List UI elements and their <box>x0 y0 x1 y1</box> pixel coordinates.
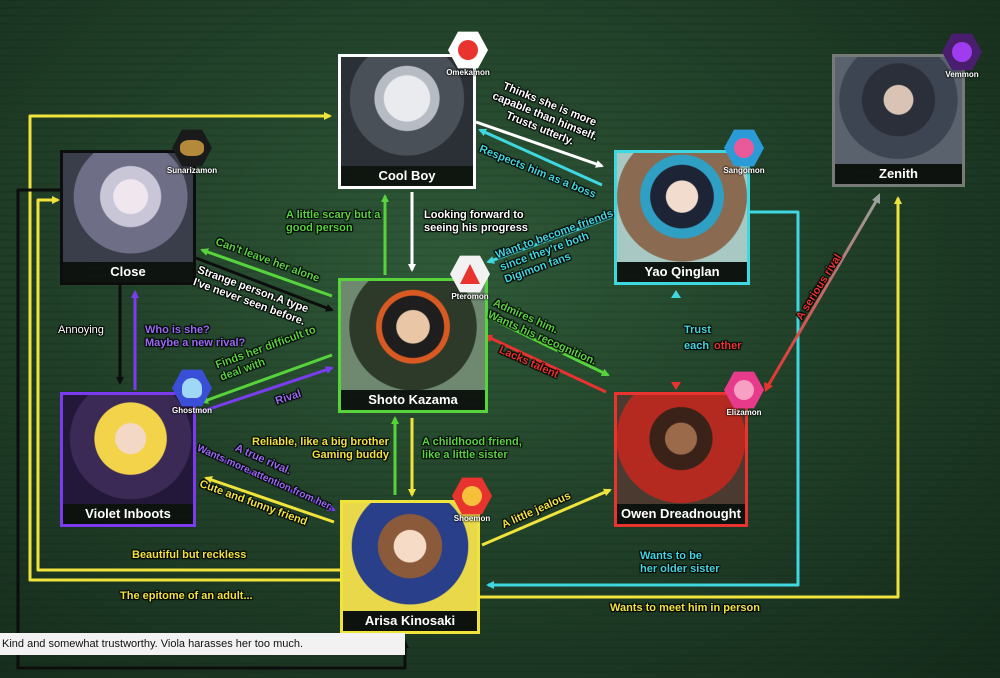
label-arisa-to-zenith: Wants to meet him in person <box>610 602 760 614</box>
link-violet-shoto <box>199 366 334 414</box>
label-arisa-to-shoto: Reliable, like a big brother Gaming budd… <box>252 436 389 461</box>
label-close-to-arisa: Kind and somewhat trustworthy. Viola har… <box>0 633 405 655</box>
link-coolboy-yao <box>475 120 604 168</box>
link-yao-arisa <box>486 210 800 589</box>
label-violet-to-close: Who is she? Maybe a new rival? <box>145 324 246 349</box>
link-arisa-violet <box>204 476 335 524</box>
digimon-pteromon: Pteromon <box>448 254 492 306</box>
label-ghostmon: Ghostmon <box>172 406 212 415</box>
digimon-shoemon: Shoemon <box>450 476 494 528</box>
label-shoemon: Shoemon <box>453 514 491 523</box>
pteromon-icon <box>450 255 490 293</box>
label-each: each <box>684 340 710 352</box>
sunarizamon-icon <box>172 129 212 167</box>
elizamon-icon <box>724 371 764 409</box>
label-elizamon: Elizamon <box>726 408 762 417</box>
character-arisa-kinosaki[interactable]: Arisa Kinosaki <box>340 500 480 634</box>
label-omekamon: Omekamon <box>446 68 490 77</box>
vemmon-icon <box>942 33 982 71</box>
link-yao-coolboy <box>478 128 603 187</box>
digimon-sunarizamon: Sunarizamon <box>167 128 217 180</box>
link-shoto-close <box>200 248 333 298</box>
character-shoto-kazama[interactable]: Shoto Kazama <box>338 278 488 413</box>
link-shoto-violet <box>200 353 333 404</box>
label-shoto-to-arisa: A childhood friend, like a little sister <box>422 436 522 461</box>
link-arisa-coolboy <box>28 112 340 582</box>
label-coolboy-to-shoto: A little scary but a good person <box>286 209 381 234</box>
name-cool-boy: Cool Boy <box>341 166 473 186</box>
label-trust: Trust <box>684 324 711 336</box>
character-yao-qinglan[interactable]: Yao Qinglan <box>614 150 750 285</box>
label-vemmon: Vemmon <box>945 70 979 79</box>
portrait-shoto-kazama <box>341 281 485 390</box>
name-arisa-kinosaki: Arisa Kinosaki <box>343 611 477 631</box>
sangomon-icon <box>724 129 764 167</box>
label-arisa-to-coolboy: The epitome of an adult... <box>120 590 253 602</box>
name-zenith: Zenith <box>835 164 962 184</box>
link-arisa-close <box>36 196 340 572</box>
label-yao-to-arisa: Wants to be her older sister <box>640 550 720 575</box>
digimon-ghostmon: Ghostmon <box>170 368 214 420</box>
character-zenith[interactable]: Zenith <box>832 54 965 187</box>
label-sunarizamon: Sunarizamon <box>166 166 218 175</box>
portrait-close <box>63 153 193 262</box>
link-owen-zenith <box>766 197 880 387</box>
name-violet-inboots: Violet Inboots <box>63 504 193 524</box>
character-violet-inboots[interactable]: Violet Inboots <box>60 392 196 527</box>
label-arisa-to-close: Beautiful but reckless <box>132 549 247 561</box>
link-close-arisa <box>16 188 409 670</box>
name-shoto-kazama: Shoto Kazama <box>341 390 485 410</box>
label-close-to-violet: Annoying <box>58 324 104 336</box>
portrait-zenith <box>835 57 962 164</box>
name-yao-qinglan: Yao Qinglan <box>617 262 747 282</box>
link-owen-shoto <box>484 334 607 394</box>
link-arisa-owen <box>481 488 612 547</box>
name-close: Close <box>63 262 193 282</box>
link-yao-shoto <box>486 215 613 264</box>
portrait-yao-qinglan <box>617 153 747 262</box>
label-shoto-to-coolboy: Looking forward to seeing his progress <box>424 209 528 234</box>
digimon-vemmon: Vemmon <box>940 32 984 84</box>
character-close[interactable]: Close <box>60 150 196 285</box>
digimon-sangomon: Sangomon <box>722 128 766 180</box>
digimon-omekamon: Omekamon <box>446 30 490 82</box>
link-arisa-zenith <box>480 196 902 599</box>
ghostmon-icon <box>172 369 212 407</box>
omekamon-icon <box>448 31 488 69</box>
name-owen-dreadnought: Owen Dreadnought <box>617 504 745 524</box>
label-pteromon: Pteromon <box>451 292 489 301</box>
character-cool-boy[interactable]: Cool Boy <box>338 54 476 189</box>
shoemon-icon <box>452 477 492 515</box>
label-other: other <box>714 340 742 352</box>
portrait-arisa-kinosaki <box>343 503 477 611</box>
portrait-violet-inboots <box>63 395 193 504</box>
link-shoto-owen <box>489 316 610 377</box>
link-close-shoto <box>195 256 334 312</box>
digimon-elizamon: Elizamon <box>722 370 766 422</box>
link-violet-arisa <box>199 448 336 512</box>
label-sangomon: Sangomon <box>723 166 765 175</box>
portrait-cool-boy <box>341 57 473 166</box>
portrait-owen-dreadnought <box>617 395 745 504</box>
character-owen-dreadnought[interactable]: Owen Dreadnought <box>614 392 748 527</box>
